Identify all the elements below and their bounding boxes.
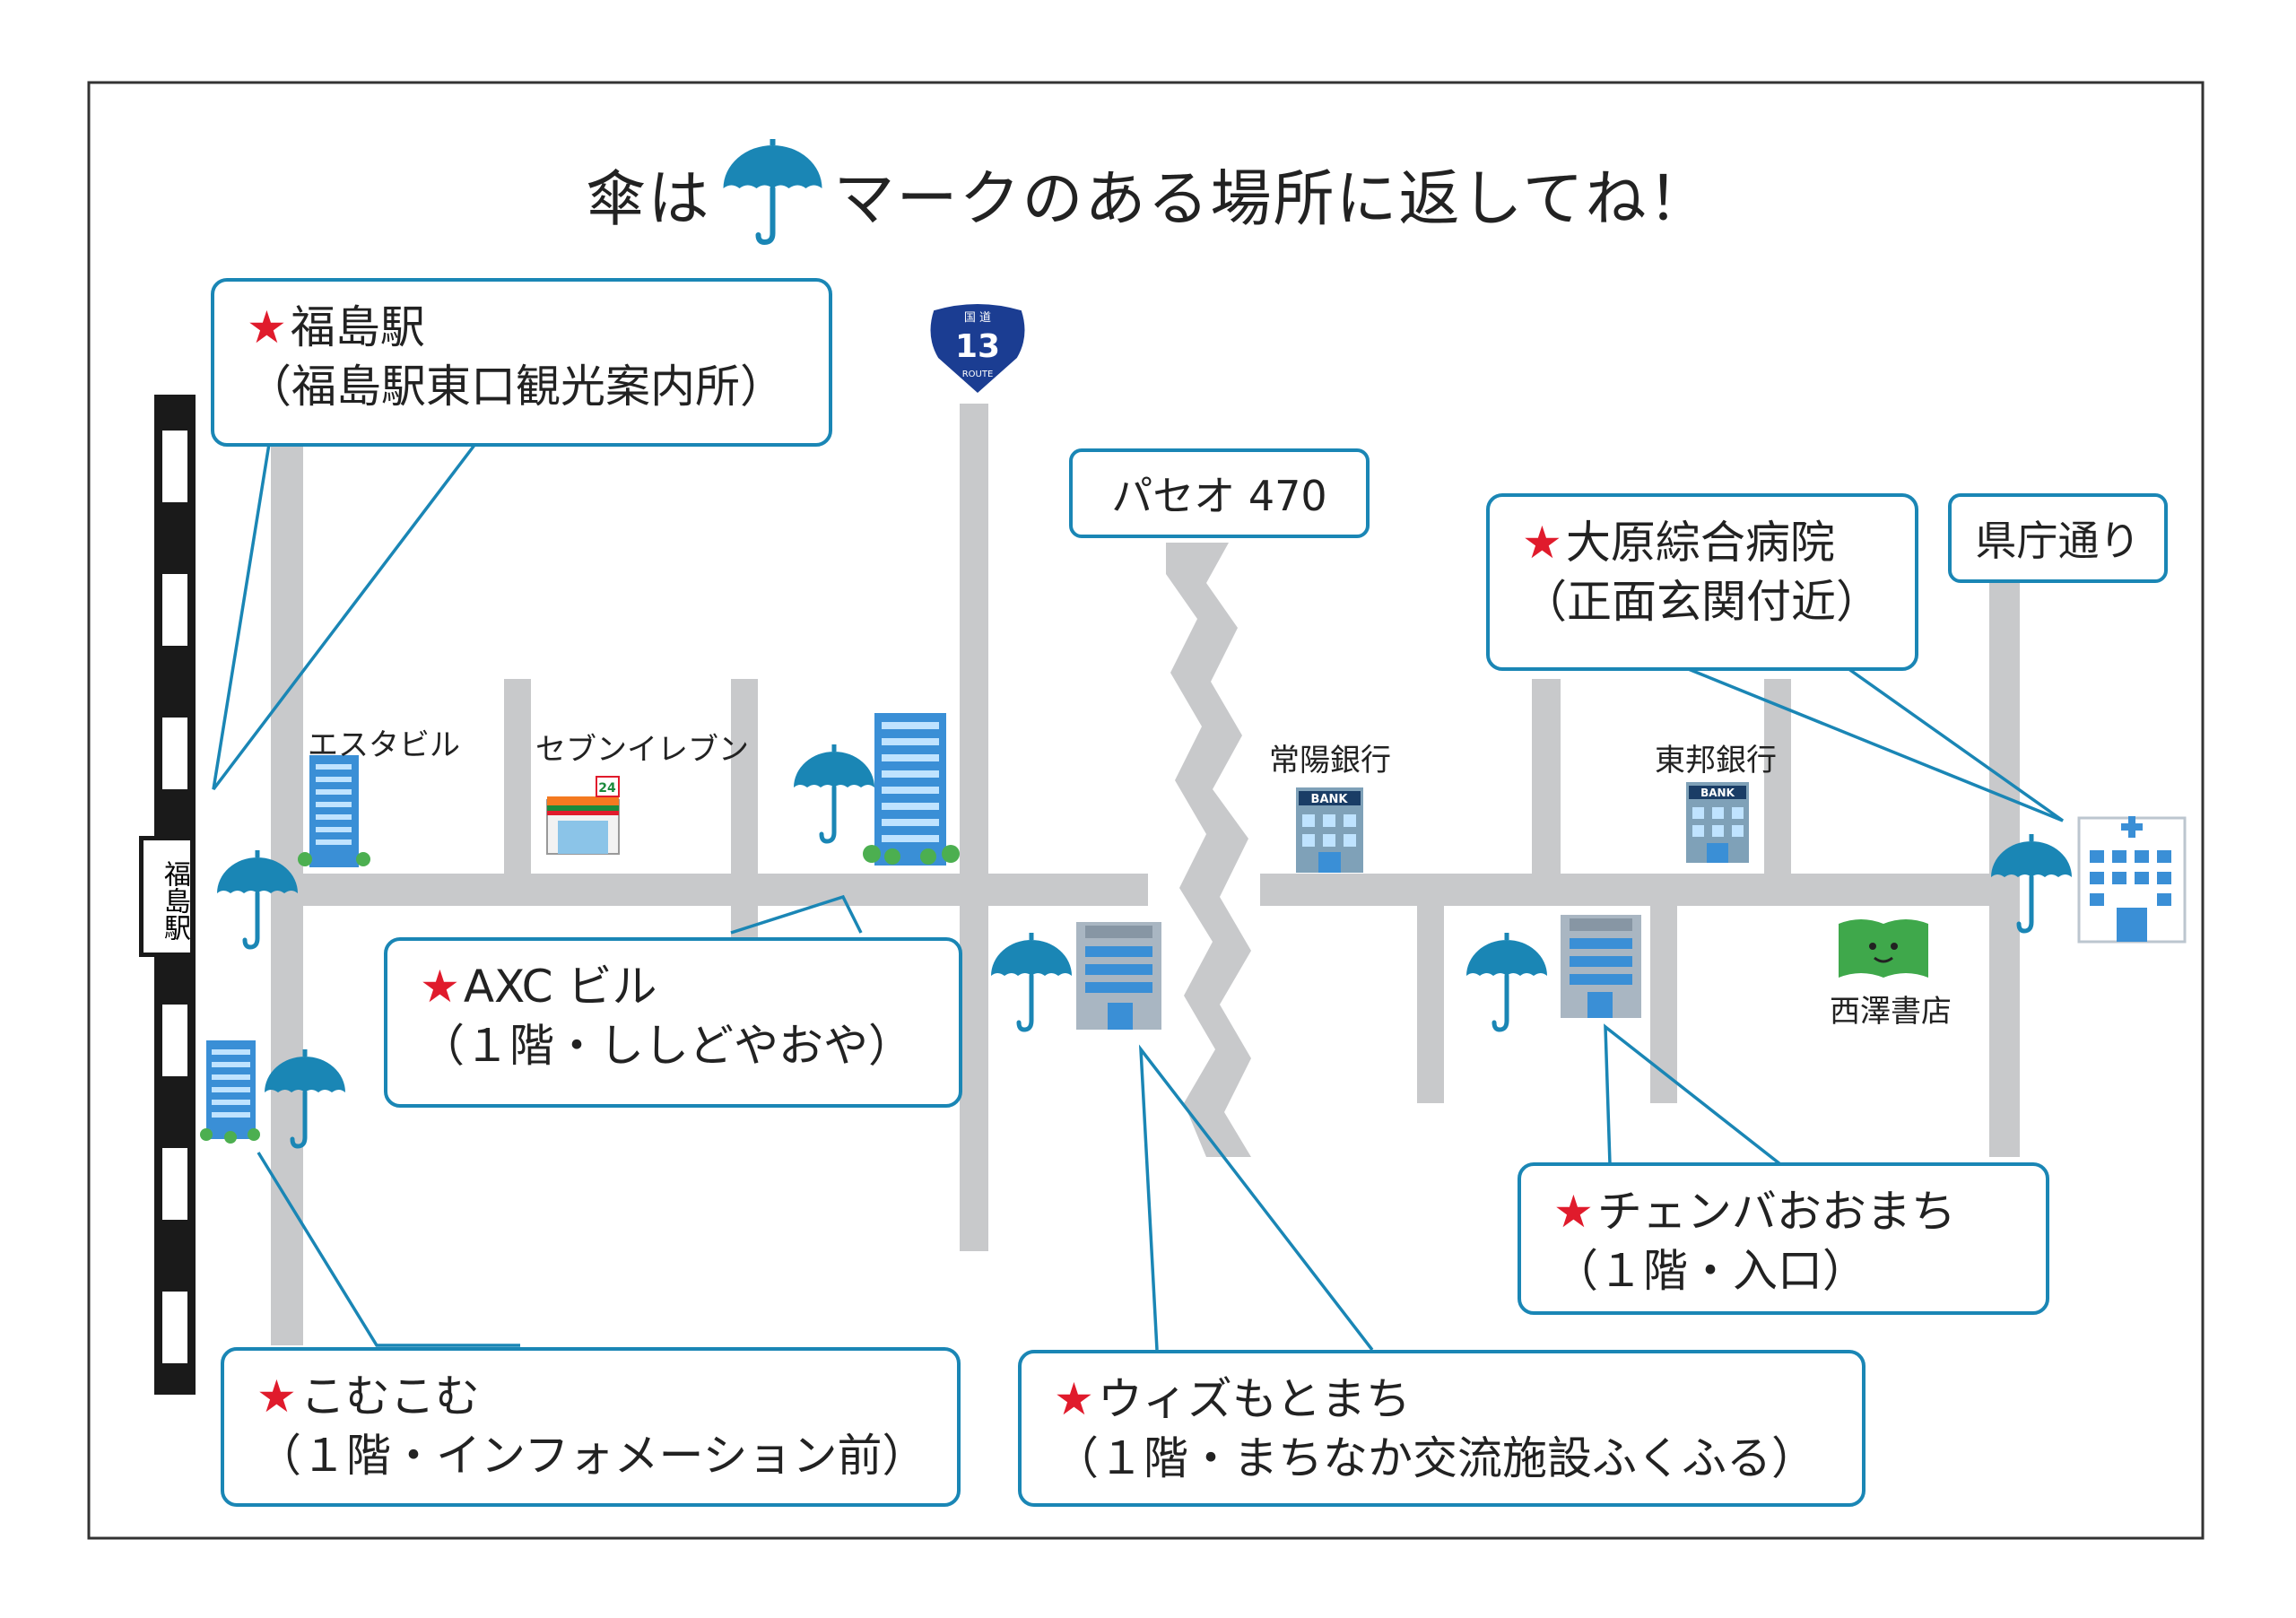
umbrella-icon [1466, 933, 1547, 1030]
umbrella-icon [723, 139, 822, 246]
umbrella-icon [794, 744, 874, 841]
callout-fukushima-station: ★福島駅 （福島駅東口観光案内所） [211, 278, 832, 447]
umbrella-icon [991, 933, 1072, 1030]
title-before: 傘は [585, 163, 711, 235]
road-side-6 [1764, 679, 1791, 890]
svg-text:BANK: BANK [1700, 787, 1735, 799]
star-icon: ★ [1522, 517, 1562, 569]
title-after: マークのある場所に返してね！ [833, 163, 1711, 235]
star-icon: ★ [257, 1370, 297, 1422]
seven-eleven-label: セブンイレブン [535, 732, 749, 768]
paseo-road [1166, 543, 1251, 1157]
station-label: 福島駅 [139, 836, 195, 957]
callout-title: ウィズもとまち [1097, 1373, 1411, 1425]
road-side-1 [504, 679, 531, 890]
callout-title: AXC ビル [463, 961, 657, 1013]
callout-title: チェンバおおまち [1596, 1186, 1956, 1238]
road-main-east [1260, 874, 2000, 906]
star-icon: ★ [247, 301, 287, 353]
callout-ohara-hospital: ★大原綜合病院 （正面玄関付近） [1486, 493, 1918, 671]
svg-text:24: 24 [598, 781, 616, 796]
callout-detail: （正面玄関付近） [1522, 576, 1881, 628]
toho-bank-icon: BANK [1686, 782, 1749, 863]
chemba-building-icon [1561, 915, 1641, 1018]
svg-text:国 道: 国 道 [964, 311, 991, 325]
callout-wiz-motomachi: ★ウィズもとまち （１階・まちなか交流施設ふくふる） [1018, 1350, 1866, 1507]
axc-building-icon [863, 713, 960, 866]
svg-text:BANK: BANK [1311, 793, 1349, 806]
callout-axc-building: ★AXC ビル （１階・ししどやおや） [384, 937, 962, 1108]
roads [271, 404, 2020, 1345]
svg-text:13: 13 [955, 328, 1000, 365]
callout-title: こむこむ [300, 1370, 480, 1422]
star-icon: ★ [420, 961, 460, 1013]
callout-title: 福島駅 [290, 301, 425, 353]
joyo-bank-icon: BANK [1296, 787, 1363, 873]
star-icon: ★ [1553, 1186, 1594, 1238]
kencho-dori-label: 県庁通り [1948, 493, 2168, 583]
page-title: 傘は マークのある場所に返してね！ [0, 139, 2296, 247]
road-route13 [960, 404, 988, 1251]
komukomu-building-icon [200, 1040, 260, 1144]
map-frame [87, 81, 2205, 1540]
callout-title: 大原綜合病院 [1565, 517, 1835, 569]
esta-label: エスタビル [308, 727, 460, 763]
joyo-bank-label: 常陽銀行 [1269, 743, 1391, 779]
road-side-3 [1417, 897, 1444, 1103]
callout-detail: （１階・入口） [1553, 1245, 1867, 1297]
road-side-4 [1532, 679, 1561, 890]
callout-komukomu: ★こむこむ （１階・インフォメーション前） [221, 1347, 961, 1507]
toho-bank-label: 東邦銀行 [1655, 743, 1777, 779]
road-main-west [271, 874, 1148, 906]
callout-detail: （福島駅東口観光案内所） [247, 361, 785, 413]
callout-chemba-omachi: ★チェンバおおまち （１階・入口） [1518, 1162, 2049, 1315]
road-side-5 [1650, 897, 1677, 1103]
esta-building-icon [298, 755, 370, 867]
callout-pointers [212, 442, 2065, 1352]
nishizawa-bookstore-label: 西澤書店 [1830, 994, 1952, 1030]
road-side-2 [731, 679, 758, 939]
callout-detail: （１階・まちなか交流施設ふくふる） [1054, 1432, 1816, 1484]
wiz-building-icon [1076, 922, 1161, 1030]
ohara-hospital-icon [2077, 816, 2187, 944]
paseo-470-label: パセオ 470 [1069, 448, 1370, 538]
route-13-sign: 国 道 13 ROUTE [927, 301, 1028, 397]
nishizawa-bookstore-icon [1839, 919, 1928, 978]
callout-detail: （１階・ししどやおや） [420, 1020, 913, 1072]
star-icon: ★ [1054, 1373, 1094, 1425]
seven-eleven-icon: 24 [546, 776, 620, 855]
callout-detail: （１階・インフォメーション前） [257, 1430, 927, 1482]
svg-text:ROUTE: ROUTE [962, 370, 994, 379]
